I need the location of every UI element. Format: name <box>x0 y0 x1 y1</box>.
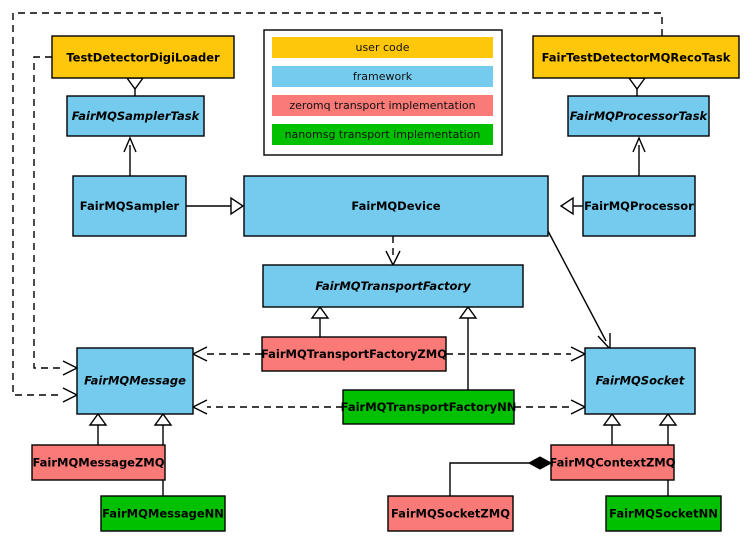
node-box-fairmqmessage[interactable] <box>76 347 194 415</box>
node-label-fairmqsamplertask: FairMQSamplerTask <box>72 109 201 123</box>
node-fairmqcontextzmq[interactable]: FairMQSocketZMQ <box>387 495 514 532</box>
node-label-fairmqcontextzmq: FairMQSocketZMQ <box>391 507 510 521</box>
node-label-fairtestdetectormqrecotask: FairTestDetectorMQRecoTask <box>542 51 731 65</box>
legend-swatch-framework <box>272 66 493 87</box>
node-label-fairmqmessagenn: FairMQMessageNN <box>102 507 224 521</box>
node-fairmqsamplertask[interactable]: FairMQSamplerTask <box>66 95 205 137</box>
legend-item-nanomsg: nanomsg transport implementation <box>272 124 493 145</box>
legend-item-user-code: user code <box>272 37 493 58</box>
legend-item-framework: framework <box>272 66 493 87</box>
arrowhead-hollow-tfzmq-tf <box>310 305 330 319</box>
node-box-fairmqcontextzmq[interactable] <box>387 495 514 532</box>
node-fairmqsocketnn[interactable]: FairMQSocketNN <box>605 495 722 532</box>
edge-fairmqcontextzmq-to-fairmqsocketzmq <box>449 462 529 496</box>
node-label-fairmqtransportfactory: FairMQTransportFactory <box>315 279 471 293</box>
node-fairmqprocessor[interactable]: FairMQProcessor <box>582 175 696 237</box>
arrowhead-hollow-tfnn-tf <box>458 305 478 319</box>
node-fairmqtransportfactoryzmq[interactable]: FairMQTransportFactoryZMQ <box>261 336 447 372</box>
arrowhead-hollow-messagezmq-message <box>88 412 108 426</box>
node-box-fairmqsamplertask[interactable] <box>66 95 205 137</box>
node-box-fairmqtransportfactorynn[interactable] <box>342 389 515 425</box>
node-box-fairmqsocket[interactable] <box>584 347 696 415</box>
node-box-testdetectordigiloader[interactable] <box>51 35 235 79</box>
legend-swatch-nanomsg <box>272 124 493 145</box>
node-box-fairmqmessagezmq[interactable] <box>31 444 166 481</box>
arrowhead-open-processor-processortask <box>632 136 646 153</box>
legend: user code framework zeromq transport imp… <box>263 29 503 156</box>
node-label-fairmqmessagezmq: FairMQMessageZMQ <box>32 456 164 470</box>
node-box-fairmqprocessor[interactable] <box>582 175 696 237</box>
node-fairtestdetectormqrecotask[interactable]: FairTestDetectorMQRecoTask <box>532 35 740 79</box>
node-box-fairmqsocketnn[interactable] <box>605 495 722 532</box>
node-label-fairmqsocket: FairMQSocket <box>596 374 685 388</box>
node-fairmqsocket[interactable]: FairMQSocket <box>584 347 696 415</box>
node-fairmqsampler[interactable]: FairMQSampler <box>72 175 187 237</box>
node-label-fairmqsampler: FairMQSampler <box>80 199 180 213</box>
node-fairmqmessagezmq[interactable]: FairMQMessageZMQ <box>31 444 166 481</box>
node-label-fairmqtransportfactorynn: FairMQTransportFactoryNN <box>341 400 517 414</box>
legend-label-nanomsg: nanomsg transport implementation <box>285 128 481 141</box>
node-layer: TestDetectorDigiLoader FairTestDetectorM… <box>31 35 740 532</box>
arrowhead-hollow-socketnn-socket <box>658 412 678 426</box>
legend-item-zeromq: zeromq transport implementation <box>272 95 493 116</box>
edge-testdetectordigiloader-to-fairmqmessage <box>33 56 63 369</box>
node-box-fairtestdetectormqrecotask[interactable] <box>532 35 740 79</box>
edge-layer <box>12 12 678 496</box>
node-testdetectordigiloader[interactable]: TestDetectorDigiLoader <box>51 35 235 79</box>
arrowhead-hollow-messagenn-message <box>153 412 173 426</box>
node-fairmqtransportfactory[interactable]: FairMQTransportFactory <box>262 264 524 308</box>
node-label-fairmqdevice: FairMQDevice <box>351 199 440 213</box>
node-box-fairmqtransportfactory[interactable] <box>262 264 524 308</box>
node-fairmqprocessortask[interactable]: FairMQProcessorTask <box>567 95 710 137</box>
legend-label-zeromq: zeromq transport implementation <box>289 99 475 112</box>
node-fairmqmessagenn[interactable]: FairMQMessageNN <box>100 495 226 532</box>
legend-label-user-code: user code <box>355 41 409 54</box>
arrowhead-hollow-sampler-device <box>230 196 245 216</box>
node-box-fairmqtransportfactoryzmq[interactable] <box>261 336 447 372</box>
edge-fairtestdetectormqrecotask-to-fairmqmessage <box>12 12 663 396</box>
legend-swatch-user-code <box>272 37 493 58</box>
legend-label-framework: framework <box>353 70 413 83</box>
arrowhead-hollow-socketzmq-socket <box>602 412 622 426</box>
node-fairmqsocketzmq[interactable]: FairMQContextZMQ <box>549 444 676 481</box>
legend-swatch-zeromq <box>272 95 493 116</box>
node-box-fairmqprocessortask[interactable] <box>567 95 710 137</box>
node-label-fairmqsocketzmq: FairMQContextZMQ <box>549 456 675 470</box>
node-fairmqdevice[interactable]: FairMQDevice <box>243 175 549 237</box>
node-box-fairmqdevice[interactable] <box>243 175 549 237</box>
arrowhead-hollow-processor-device <box>559 196 574 216</box>
node-label-fairmqprocessor: FairMQProcessor <box>584 199 694 213</box>
node-box-fairmqsampler[interactable] <box>72 175 187 237</box>
node-label-fairmqsocketnn: FairMQSocketNN <box>609 507 718 521</box>
node-label-testdetectordigiloader: TestDetectorDigiLoader <box>66 51 220 65</box>
node-box-fairmqsocketzmq[interactable] <box>550 444 675 481</box>
node-label-fairmqprocessortask: FairMQProcessorTask <box>570 109 709 123</box>
node-label-fairmqtransportfactoryzmq: FairMQTransportFactoryZMQ <box>261 347 447 361</box>
node-box-fairmqmessagenn[interactable] <box>100 495 226 532</box>
edge-fairmqdevice-to-fairmqsocket <box>547 230 607 342</box>
node-fairmqmessage[interactable]: FairMQMessage <box>76 347 194 415</box>
arrowhead-open-sampler-samplertask <box>123 136 137 153</box>
node-fairmqtransportfactorynn[interactable]: FairMQTransportFactoryNN <box>341 389 517 425</box>
node-label-fairmqmessage: FairMQMessage <box>84 374 186 388</box>
